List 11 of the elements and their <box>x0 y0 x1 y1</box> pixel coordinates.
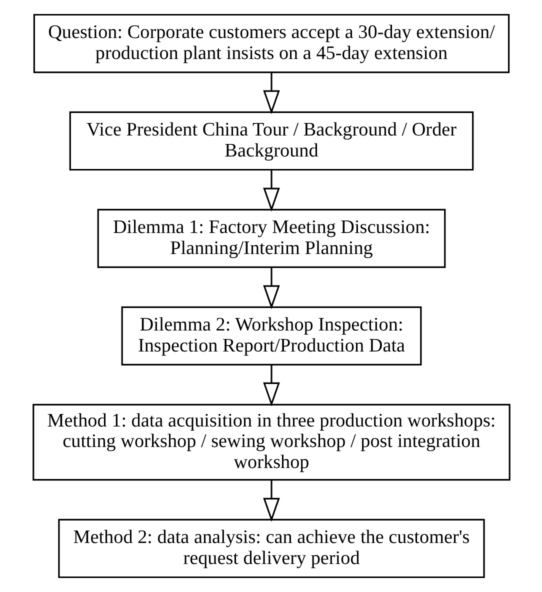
arrow <box>262 72 280 114</box>
node-box: Dilemma 1: Factory Meeting Discussion: Planning/Interim Planning <box>96 208 446 268</box>
arrow <box>262 170 280 212</box>
arrow <box>262 267 280 310</box>
arrow <box>262 480 280 522</box>
node-box: Method 2: data analysis: can achieve the customer's request delivery period <box>58 518 484 578</box>
node-box: Question: Corporate customers accept a 30-day extension/ production plant insists on a 45-day extension <box>32 14 510 74</box>
arrow <box>262 365 280 406</box>
node-box: Vice President China Tour / Background / Order Background <box>68 111 474 171</box>
node-box: Method 1: data acquisition in three production workshops: cutting workshop / sewing workshop / post integration workshop <box>32 404 510 481</box>
node-box: Dilemma 2: Workshop Inspection: Inspection Report/Production Data <box>120 306 422 366</box>
